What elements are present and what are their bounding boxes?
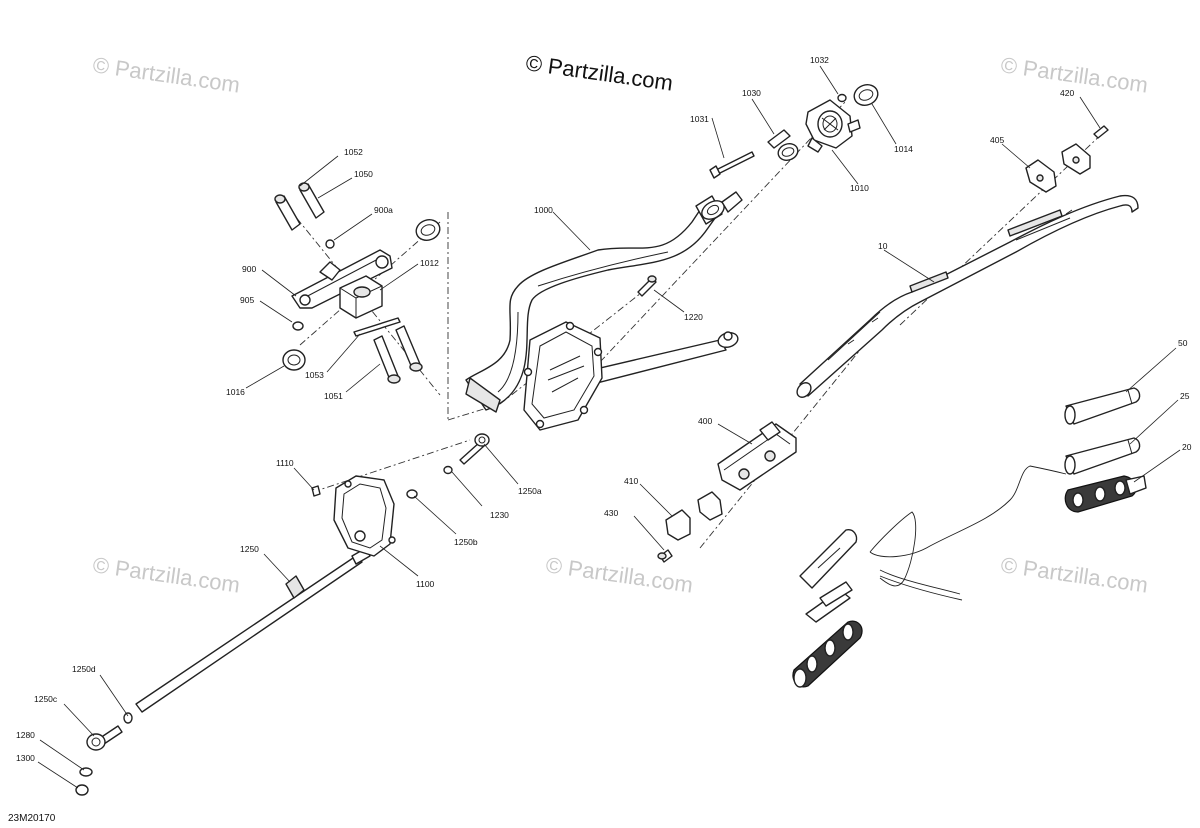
callout-1250: 1250 [240, 544, 259, 554]
washer-1053 [353, 317, 401, 337]
nut-900a [325, 239, 335, 249]
callout-1280: 1280 [16, 730, 35, 740]
watermark-top-right: © Partzilla.com [999, 52, 1149, 97]
callout-1010: 1010 [850, 183, 869, 193]
callout-10: 10 [878, 241, 888, 251]
callout-1050: 1050 [354, 169, 373, 179]
clamp-400 [717, 421, 797, 491]
callout-1250d: 1250d [72, 664, 96, 674]
callout-405: 405 [990, 135, 1004, 145]
watermark-bottom-right: © Partzilla.com [999, 552, 1149, 597]
callout-1012: 1012 [420, 258, 439, 268]
callout-1032: 1032 [810, 55, 829, 65]
copyright-watermark: © Partzilla.com [524, 50, 674, 95]
nut-1230 [443, 465, 453, 475]
screw-1110 [311, 485, 321, 497]
callout-50: 50 [1178, 338, 1188, 348]
watermark-bottom-left: © Partzilla.com [91, 552, 241, 597]
washer-1280 [79, 767, 93, 777]
nut-1300 [75, 784, 89, 796]
stud-1050 [298, 182, 325, 219]
ring-1250d [123, 712, 133, 724]
callout-1110: 1110 [276, 458, 294, 468]
callout-1014: 1014 [894, 144, 913, 154]
heated-grip-20 [1064, 475, 1147, 513]
watermark-top-left: © Partzilla.com [91, 52, 241, 97]
bushing-1014 [853, 84, 879, 106]
block-1012 [339, 275, 383, 319]
ring-900-top [415, 219, 441, 241]
callout-1250b: 1250b [454, 537, 478, 547]
grip-tube-50 [1064, 387, 1141, 425]
callout-25: 25 [1180, 391, 1190, 401]
screw-430 [657, 549, 673, 563]
callout-1053: 1053 [305, 370, 324, 380]
callout-20: 20 [1182, 442, 1192, 452]
callout-410: 410 [624, 476, 638, 486]
washer-1250b [406, 489, 418, 499]
bracket-900 [291, 249, 393, 309]
nut-905 [292, 321, 304, 331]
background-watermarks: © Partzilla.com © Partzilla.com © Partzi… [91, 52, 1149, 597]
callout-900a: 900a [374, 205, 393, 215]
handlebar-10 [796, 194, 1139, 398]
callout-1030: 1030 [742, 88, 761, 98]
stud-1052 [274, 194, 301, 231]
bolt-1031 [709, 151, 755, 179]
callout-1031: 1031 [690, 114, 709, 124]
housing-1100 [333, 475, 396, 557]
callout-labels: 1052 1050 900a 900 905 1012 1016 1053 10… [16, 55, 1192, 763]
wiring-harness [869, 465, 1067, 601]
clamp-405 [1025, 143, 1091, 193]
callout-420: 420 [1060, 88, 1074, 98]
callout-900: 900 [242, 264, 256, 274]
heated-grip-left [792, 620, 863, 688]
washer-1016 [282, 349, 306, 371]
steering-clamp-1010 [805, 99, 861, 153]
spacer-1030 [767, 129, 799, 161]
screw-420 [1093, 125, 1109, 139]
callout-1051: 1051 [324, 391, 343, 401]
callout-1230: 1230 [490, 510, 509, 520]
callout-430: 430 [604, 508, 618, 518]
nut-1032 [837, 93, 847, 103]
callout-1220: 1220 [684, 312, 703, 322]
tie-rod-end-1250c [86, 725, 123, 751]
callout-1100: 1100 [416, 579, 435, 589]
callout-1250c: 1250c [34, 694, 58, 704]
bolts-1051 [373, 325, 423, 384]
handlebar-riser-1000 [465, 191, 743, 431]
bracket-410 [665, 491, 723, 541]
callout-1016: 1016 [226, 387, 245, 397]
diagram-code: 23M20170 [8, 813, 56, 824]
callout-905: 905 [240, 295, 254, 305]
tie-rod-end-1250a [459, 433, 490, 465]
callout-1250a: 1250a [518, 486, 542, 496]
callout-1052: 1052 [344, 147, 363, 157]
callout-1000: 1000 [534, 205, 553, 215]
switch-housing [799, 528, 858, 623]
watermark-bottom-center: © Partzilla.com [544, 552, 694, 597]
callout-1300: 1300 [16, 753, 35, 763]
callout-400: 400 [698, 416, 712, 426]
bolt-1220 [637, 275, 657, 297]
assembly-axes [277, 101, 1107, 549]
grip-tube-25 [1064, 437, 1141, 475]
leader-lines [37, 65, 1181, 789]
